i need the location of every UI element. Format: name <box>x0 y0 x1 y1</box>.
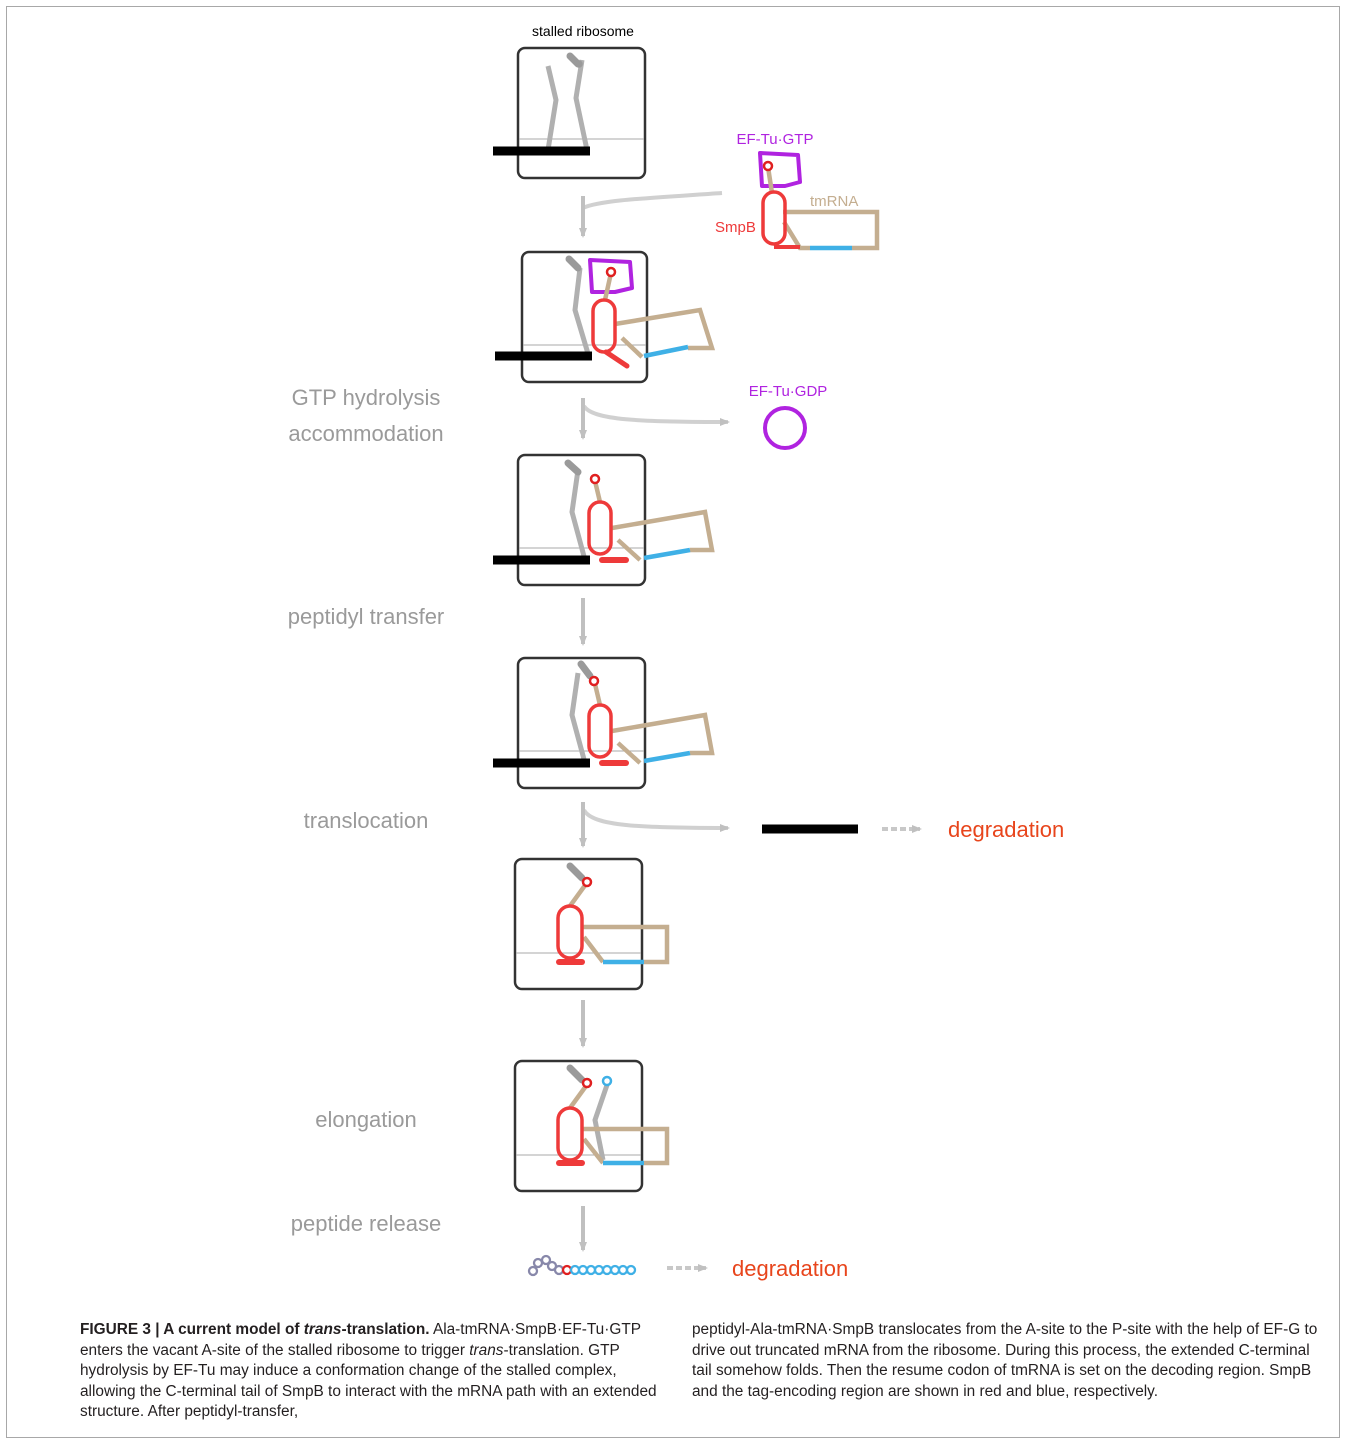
alanine <box>762 160 774 172</box>
peptide-end <box>575 60 583 68</box>
caption-left-italic: trans <box>469 1341 504 1359</box>
tmrna-acceptor-stem <box>592 480 603 503</box>
step-elongation: elongation <box>315 1107 417 1132</box>
tag-residue <box>585 1264 597 1276</box>
caption-left-text-1: Ala-tmRNA·SmpB·EF-Tu·GTP enters the vaca… <box>80 1321 641 1359</box>
ribosome-box <box>513 857 644 991</box>
ribosome-state-peptidyl-transfer <box>493 656 715 790</box>
caption-figure-label: FIGURE 3 | A current model of <box>80 1321 304 1338</box>
smpb-label: SmpB <box>715 219 756 236</box>
smpb <box>591 298 617 354</box>
ef-tu-gtp-label: EF-Tu·GTP <box>737 131 814 148</box>
ribosome-box <box>516 453 647 587</box>
ribosome-box <box>516 656 647 790</box>
tmrna-body <box>581 1126 670 1166</box>
ribosome-box <box>513 1059 644 1193</box>
ribosome-state-translocated <box>513 857 670 991</box>
peptide-residue <box>527 1265 539 1277</box>
tag-residue <box>601 1264 613 1276</box>
figure-frame <box>6 6 1340 1438</box>
figure-caption-right: peptidyl-Ala-tmRNA·SmpB translocates fro… <box>692 1320 1332 1402</box>
tag-residue <box>617 1264 629 1276</box>
alanine-residue <box>561 1264 573 1276</box>
figure-caption-left: FIGURE 3 | A current model of trans-tran… <box>80 1320 660 1423</box>
tmrna-body <box>614 307 716 359</box>
alanine <box>581 876 593 888</box>
a-site-trna <box>592 1084 610 1161</box>
tmrna-body <box>581 924 670 965</box>
arrow-mrna-release <box>582 808 730 832</box>
arrow-ef-tu-release <box>582 404 730 426</box>
smpb <box>556 904 584 960</box>
caption-title-rest: -translation. <box>341 1321 430 1338</box>
tag-residue <box>625 1264 637 1276</box>
tagged-peptide <box>527 1254 637 1277</box>
trans-translation-diagram: stalled ribosome EF-Tu·GTP tmRNA SmpB <box>288 23 1064 1281</box>
p-site-trna <box>569 469 588 561</box>
tag-residue <box>593 1264 605 1276</box>
ef-tu-gdp-label: EF-Tu·GDP <box>749 383 828 400</box>
tmrna-body <box>611 712 715 765</box>
ribosome-state-accommodated <box>493 453 715 587</box>
tmrna-acceptor-stem <box>765 166 775 194</box>
caption-right-text: peptidyl-Ala-tmRNA·SmpB translocates fro… <box>692 1321 1318 1400</box>
tmrna-acceptor-stem <box>568 1084 588 1110</box>
peptide-stub <box>565 255 582 272</box>
peptide-stub <box>564 459 582 476</box>
alanine <box>581 1077 593 1089</box>
ribosome-box <box>516 46 647 180</box>
ribosome-box <box>520 250 649 384</box>
ef-tu-gtp <box>588 258 634 294</box>
tmrna-body <box>782 209 880 251</box>
peptide-stub <box>566 1064 586 1084</box>
step-translocation: translocation <box>304 808 429 833</box>
step-accommodation: accommodation <box>288 421 443 446</box>
peptide-residue <box>540 1254 552 1266</box>
caption-left-text-2: -translation. GTP hydrolysis by EF-Tu ma… <box>80 1341 657 1421</box>
alanine <box>589 473 601 485</box>
ribosome-state-stalled <box>493 46 647 180</box>
tag-residue <box>609 1264 621 1276</box>
peptide-residue <box>532 1257 544 1269</box>
next-amino-acid <box>601 1075 613 1087</box>
ribosome-state-bound <box>495 250 716 384</box>
p-site-trna <box>569 672 588 764</box>
arrow-binding <box>582 191 723 210</box>
smpb <box>587 703 613 759</box>
alanine <box>605 266 617 278</box>
ef-tu-gtp <box>758 151 802 188</box>
tmrna-body <box>611 509 715 562</box>
caption-title-italic: trans <box>303 1321 342 1338</box>
p-site-trna <box>545 65 559 151</box>
tmrna-acceptor-stem <box>592 683 603 706</box>
ribosome-state-elongation <box>513 1059 670 1193</box>
stalled-ribosome-label: stalled ribosome <box>532 23 634 39</box>
step-gtp-hydrolysis: GTP hydrolysis <box>292 385 441 410</box>
step-peptidyl-transfer: peptidyl transfer <box>288 604 445 629</box>
peptide-stub <box>577 660 594 680</box>
tmrna-label: tmRNA <box>810 193 858 210</box>
ef-tu-gdp <box>763 406 807 450</box>
tmrna-acceptor-stem <box>568 882 588 908</box>
degradation-label-peptide: degradation <box>732 1256 848 1281</box>
tag-region <box>643 750 691 764</box>
smpb <box>587 500 613 556</box>
smpb-tail <box>603 349 630 369</box>
tag-residue <box>577 1264 589 1276</box>
p-site-trna <box>572 267 592 358</box>
peptide-stub <box>566 862 586 882</box>
degradation-label-mrna: degradation <box>948 817 1064 842</box>
step-peptide-release: peptide release <box>291 1211 441 1236</box>
smpb <box>556 1106 584 1162</box>
tag-region <box>643 547 691 561</box>
tag-region <box>643 344 689 359</box>
peptide-residue <box>553 1264 565 1276</box>
tmrna-acceptor-stem <box>602 272 614 301</box>
alanine <box>588 675 600 687</box>
tag-residue <box>569 1264 581 1276</box>
smpb <box>761 190 787 246</box>
incoming-complex: EF-Tu·GTP tmRNA SmpB <box>715 131 880 251</box>
a-site-trna <box>573 59 590 151</box>
